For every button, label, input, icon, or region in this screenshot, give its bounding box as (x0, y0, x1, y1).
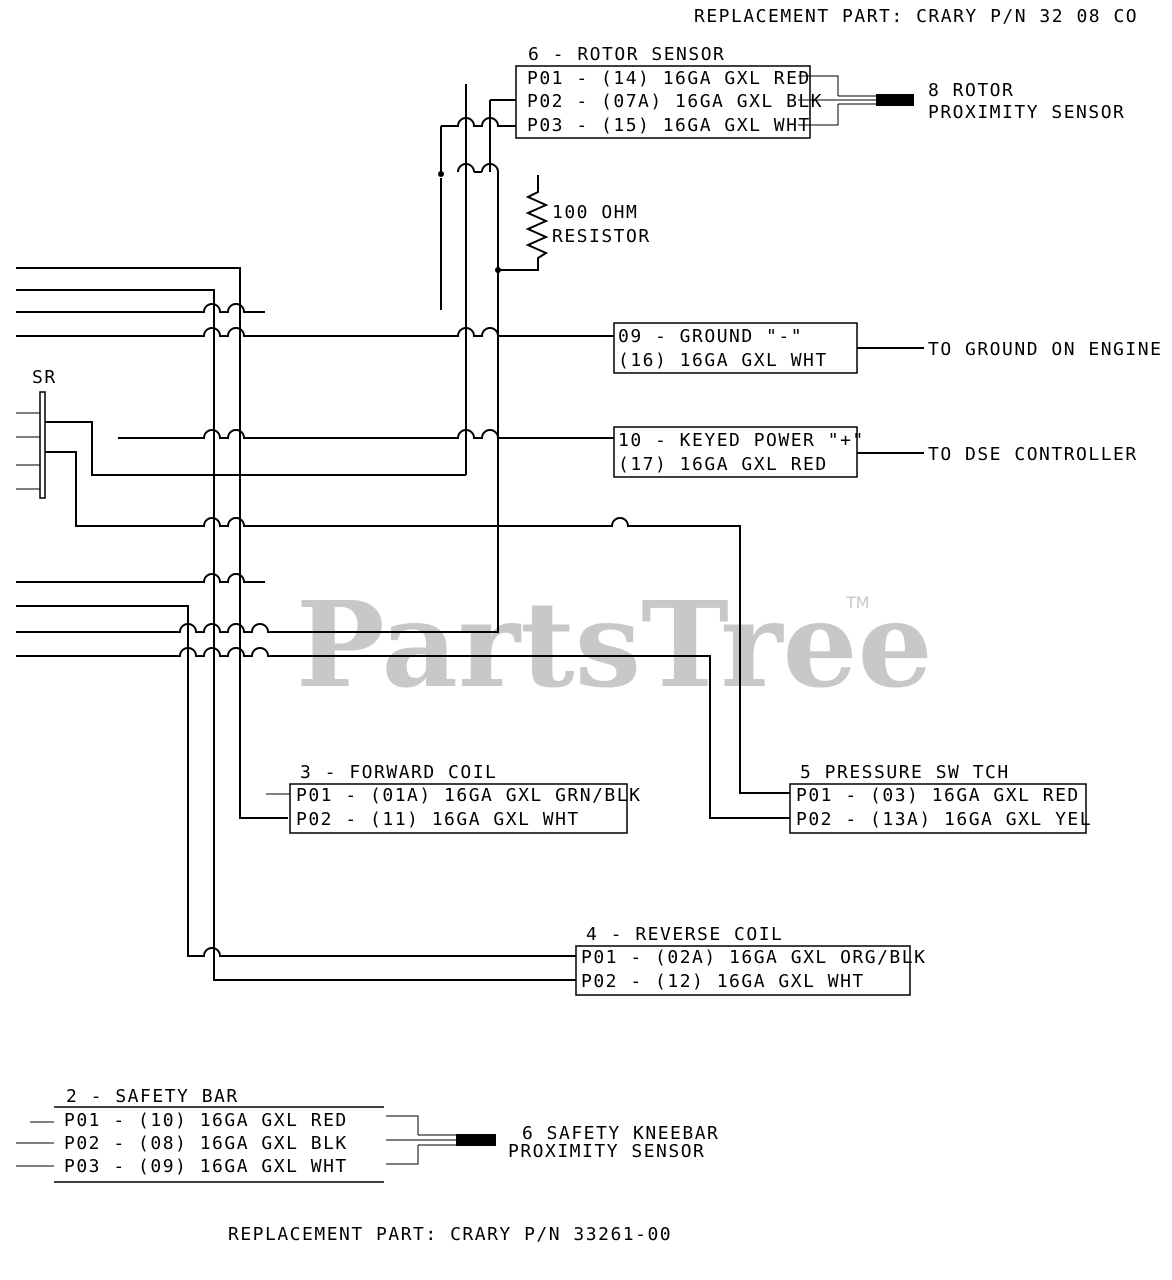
wire-harness-606 (16, 605, 576, 957)
forward-coil-title: 3 - FORWARD COIL (300, 762, 497, 783)
safety-proximity-line2: PROXIMITY SENSOR (508, 1141, 705, 1162)
keyed-power-row-2: (17) 16GA GXL RED (618, 454, 828, 475)
safety-bar-left-leads (16, 1121, 54, 1167)
sr-label: SR (32, 367, 57, 388)
wire-harness-2 (16, 289, 576, 981)
resistor-zigzag (498, 175, 549, 271)
rotor-sensor-row-3: P03 - (15) 16GA GXL WHT (527, 115, 811, 136)
rotor-sensor-pigtail (798, 75, 914, 126)
wire-ground (16, 327, 614, 337)
replacement-part-top: REPLACEMENT PART: CRARY P/N 32 08 CO (694, 6, 1138, 27)
safety-bar-row-1: P01 - (10) 16GA GXL RED (64, 1110, 348, 1131)
pressure-switch-row-1: P01 - (03) 16GA GXL RED (796, 785, 1080, 806)
resistor-line1: 100 OHM (552, 202, 638, 223)
sr-pins (16, 412, 40, 490)
reverse-coil-title: 4 - REVERSE COIL (586, 924, 783, 945)
pressure-switch-title: 5 PRESSURE SW TCH (800, 762, 1010, 783)
ground-destination: TO GROUND ON ENGINE (928, 339, 1162, 360)
ground-row-2: (16) 16GA GXL WHT (618, 350, 828, 371)
ground-row-1: 09 - GROUND "-" (618, 326, 803, 347)
wire-sr-lower (45, 451, 790, 794)
reverse-coil-box (575, 945, 911, 996)
wire-hops-172 (457, 163, 499, 173)
rotor-proximity-line2: PROXIMITY SENSOR (928, 102, 1125, 123)
pressure-switch-box (789, 783, 1087, 834)
replacement-part-bottom: REPLACEMENT PART: CRARY P/N 33261-00 (228, 1224, 672, 1245)
reverse-coil-row-2: P02 - (12) 16GA GXL WHT (581, 971, 865, 992)
safety-bar-row-2: P02 - (08) 16GA GXL BLK (64, 1133, 348, 1154)
rotor-sensor-row-2: P02 - (07A) 16GA GXL BLK (527, 91, 823, 112)
forward-coil-row-2: P02 - (11) 16GA GXL WHT (296, 809, 580, 830)
wire-harness-3 (16, 303, 265, 313)
watermark-text: PartsTree (296, 575, 933, 714)
safety-bar-box (54, 1106, 384, 1183)
rotor-proximity-line1: 8 ROTOR (928, 80, 1014, 101)
safety-bar-pigtail (386, 1115, 496, 1165)
wire-harness-632 (16, 623, 498, 633)
safety-bar-title: 2 - SAFETY BAR (66, 1086, 239, 1107)
forward-coil-box (289, 783, 628, 834)
wire-keyed-power (118, 429, 614, 439)
watermark-tm: TM (845, 593, 870, 612)
keyed-power-destination: TO DSE CONTROLLER (928, 444, 1138, 465)
wire-rotor-p03 (441, 117, 516, 127)
sr-connector (39, 391, 46, 499)
rotor-sensor-box (515, 65, 811, 139)
safety-bar-row-3: P03 - (09) 16GA GXL WHT (64, 1156, 348, 1177)
wire-harness-656 (16, 647, 790, 819)
pressure-switch-row-2: P02 - (13A) 16GA GXL YEL (796, 809, 1092, 830)
wire-harness-1 (16, 267, 288, 819)
safety-proximity-line1: 6 SAFETY KNEEBAR (522, 1123, 719, 1144)
forward-coil-row-1: P01 - (01A) 16GA GXL GRN/BLK (296, 785, 641, 806)
keyed-power-row-1: 10 - KEYED POWER "+" (618, 430, 865, 451)
rotor-sensor-title: 6 - ROTOR SENSOR (528, 44, 725, 65)
resistor-line2: RESISTOR (552, 226, 651, 247)
wire-harness-582 (16, 573, 265, 583)
reverse-coil-row-1: P01 - (02A) 16GA GXL ORG/BLK (581, 947, 926, 968)
rotor-sensor-row-1: P01 - (14) 16GA GXL RED (527, 68, 811, 89)
wire-sr-upper (45, 421, 466, 476)
